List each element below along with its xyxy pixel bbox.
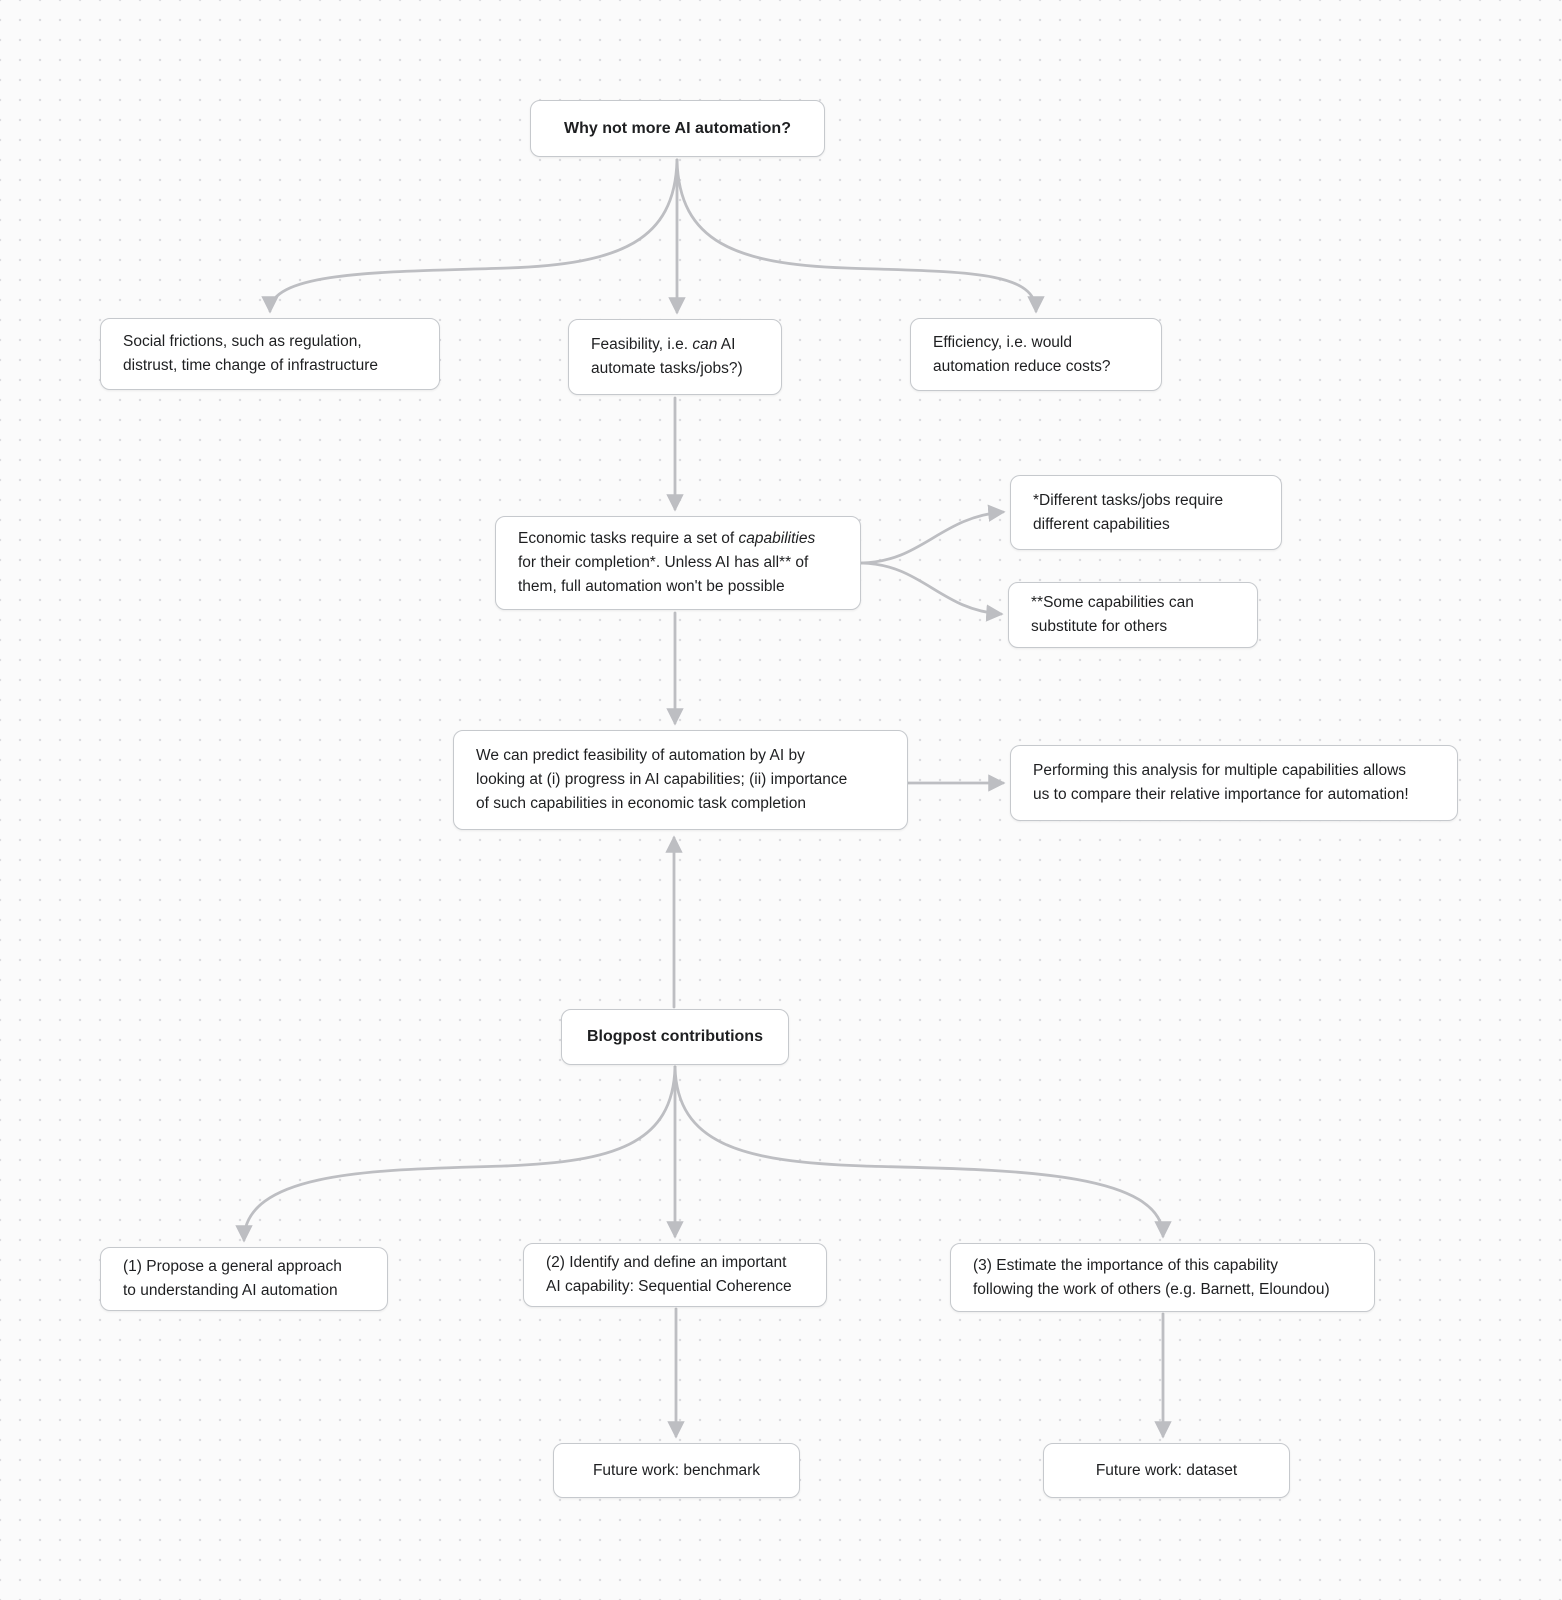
node-text: Future work: benchmark [592,1461,761,1479]
node-text: Social frictions, such as regulation,dis… [123,333,379,374]
node-economic-tasks-capabilities[interactable]: Economic tasks require a set of capabili… [495,516,861,610]
node-text: We can predict feasibility of automation… [476,747,848,812]
arrow-blogpost-to-contrib3 [673,1065,1172,1239]
node-future-work-dataset[interactable]: Future work: dataset [1043,1443,1290,1498]
node-blogpost-contributions[interactable]: Blogpost contributions [561,1009,789,1065]
node-social-frictions[interactable]: Social frictions, such as regulation,dis… [100,318,440,390]
node-text: Blogpost contributions [587,1028,763,1045]
arrow-economic-to-note-substitute [859,561,1004,622]
node-why-not-more-ai-automation[interactable]: Why not more AI automation? [530,100,825,157]
arrow-blogpost-to-contrib1 [235,1065,677,1243]
node-compare-importance[interactable]: Performing this analysis for multiple ca… [1010,745,1458,821]
node-text: Why not more AI automation? [564,119,791,137]
node-text: Future work: dataset [1095,1461,1238,1479]
arrow-root-to-social [261,158,679,314]
node-future-work-benchmark[interactable]: Future work: benchmark [553,1443,800,1498]
node-text: Performing this analysis for multiple ca… [1033,762,1409,803]
arrow-economic-to-note-different [859,504,1006,565]
node-text: (3) Estimate the importance of this capa… [973,1256,1330,1298]
arrow-root-to-efficiency [675,158,1045,314]
node-contribution-3[interactable]: (3) Estimate the importance of this capa… [950,1243,1375,1312]
node-text: Economic tasks require a set of capabili… [518,530,816,595]
node-predict-feasibility[interactable]: We can predict feasibility of automation… [453,730,908,830]
